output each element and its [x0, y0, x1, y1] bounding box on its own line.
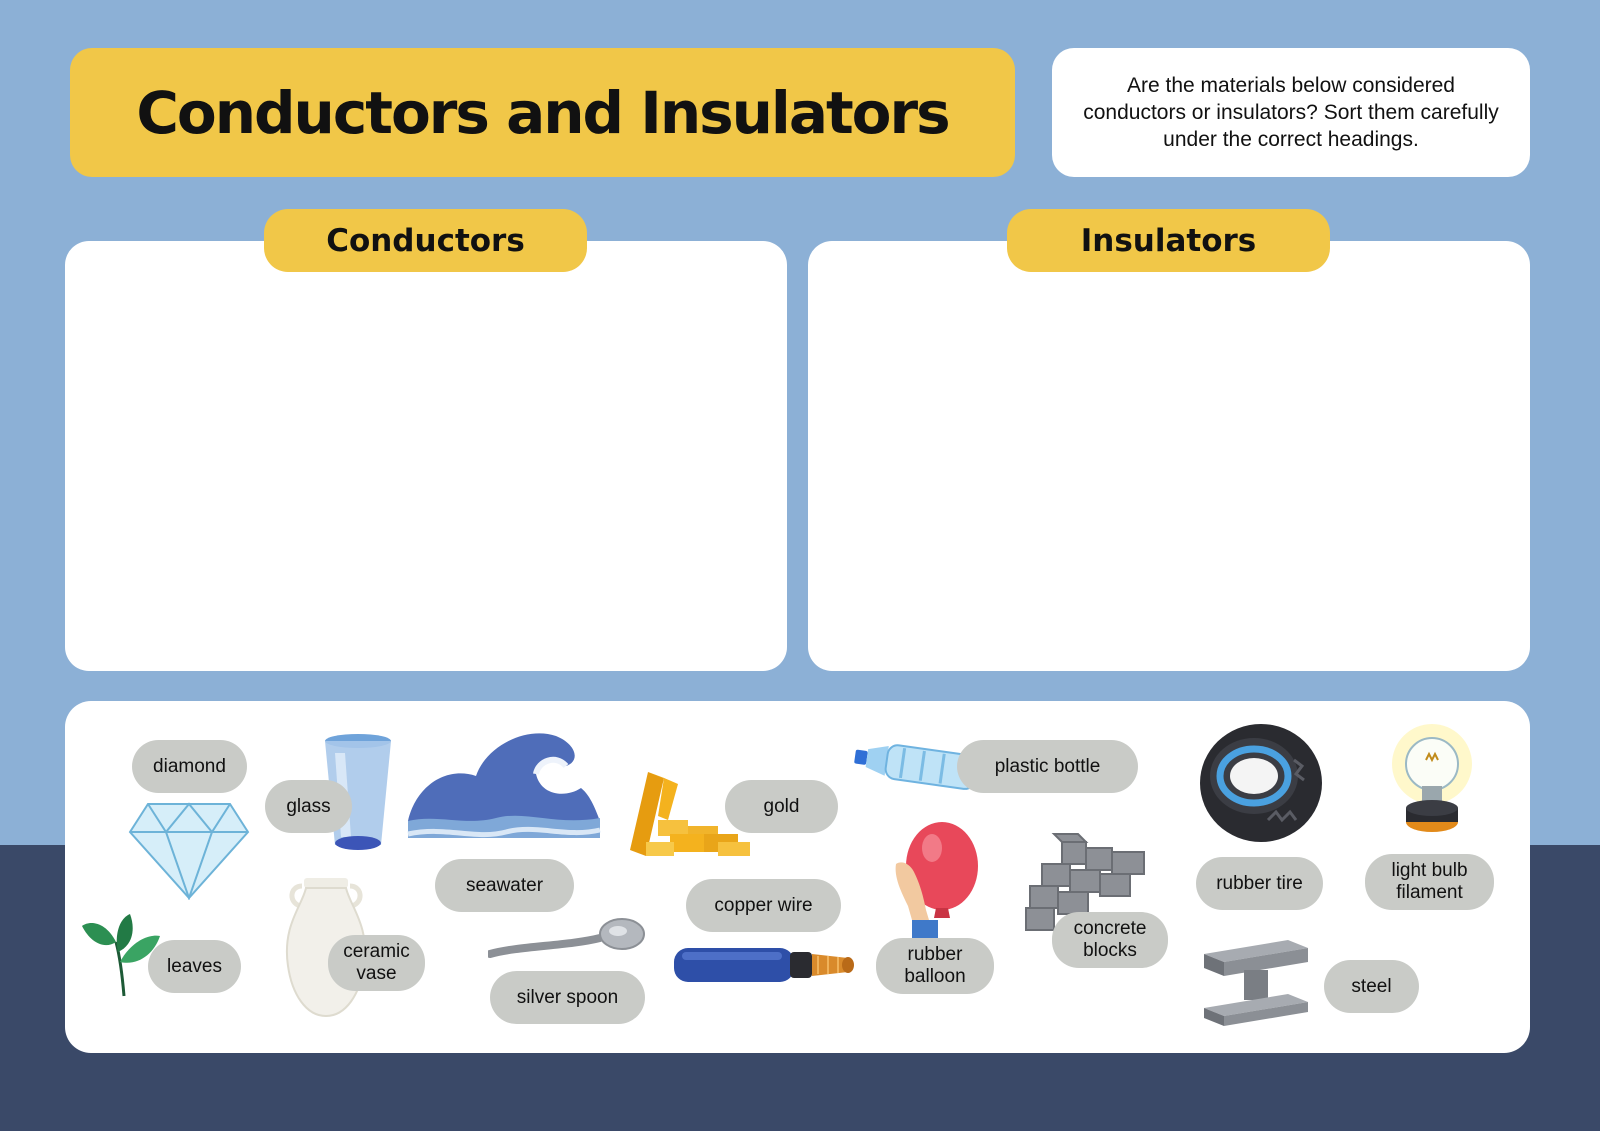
- instructions-box: Are the materials below considered condu…: [1052, 48, 1530, 177]
- material-label-concrete-blocks[interactable]: concrete blocks: [1052, 912, 1168, 968]
- spoon-icon[interactable]: [488, 916, 646, 964]
- material-label-steel[interactable]: steel: [1324, 960, 1419, 1013]
- material-label-leaves[interactable]: leaves: [148, 940, 241, 993]
- light-bulb-icon[interactable]: [1388, 724, 1476, 846]
- conductors-heading: Conductors: [264, 209, 587, 272]
- gold-bars-icon[interactable]: [628, 770, 753, 858]
- concrete-blocks-icon[interactable]: [1024, 832, 1152, 942]
- material-label-gold[interactable]: gold: [725, 780, 838, 833]
- material-label-seawater[interactable]: seawater: [435, 859, 574, 912]
- material-label-silver-spoon[interactable]: silver spoon: [490, 971, 645, 1024]
- material-label-copper-wire[interactable]: copper wire: [686, 879, 841, 932]
- material-label-glass[interactable]: glass: [265, 780, 352, 833]
- material-label-plastic-bottle[interactable]: plastic bottle: [957, 740, 1138, 793]
- conductors-drop-zone[interactable]: [65, 241, 787, 671]
- insulators-heading: Insulators: [1007, 209, 1330, 272]
- page-title: Conductors and Insulators: [136, 78, 950, 147]
- instructions-text: Are the materials below considered condu…: [1083, 74, 1499, 151]
- plastic-bottle-icon[interactable]: [852, 740, 980, 796]
- wave-icon[interactable]: [406, 726, 602, 848]
- balloon-icon[interactable]: [892, 820, 980, 940]
- insulators-drop-zone[interactable]: [808, 241, 1530, 671]
- leaves-icon[interactable]: [80, 912, 162, 998]
- material-label-rubber-tire[interactable]: rubber tire: [1196, 857, 1323, 910]
- diamond-icon[interactable]: [128, 802, 250, 900]
- steel-beam-icon[interactable]: [1202, 936, 1310, 1028]
- material-label-diamond[interactable]: diamond: [132, 740, 247, 793]
- copper-wire-icon[interactable]: [672, 944, 856, 986]
- material-label-ceramic-vase[interactable]: ceramic vase: [328, 935, 425, 991]
- material-label-light-bulb-filament[interactable]: light bulb filament: [1365, 854, 1494, 910]
- material-label-rubber-balloon[interactable]: rubber balloon: [876, 938, 994, 994]
- tire-icon[interactable]: [1198, 720, 1324, 846]
- title-banner: Conductors and Insulators: [70, 48, 1015, 177]
